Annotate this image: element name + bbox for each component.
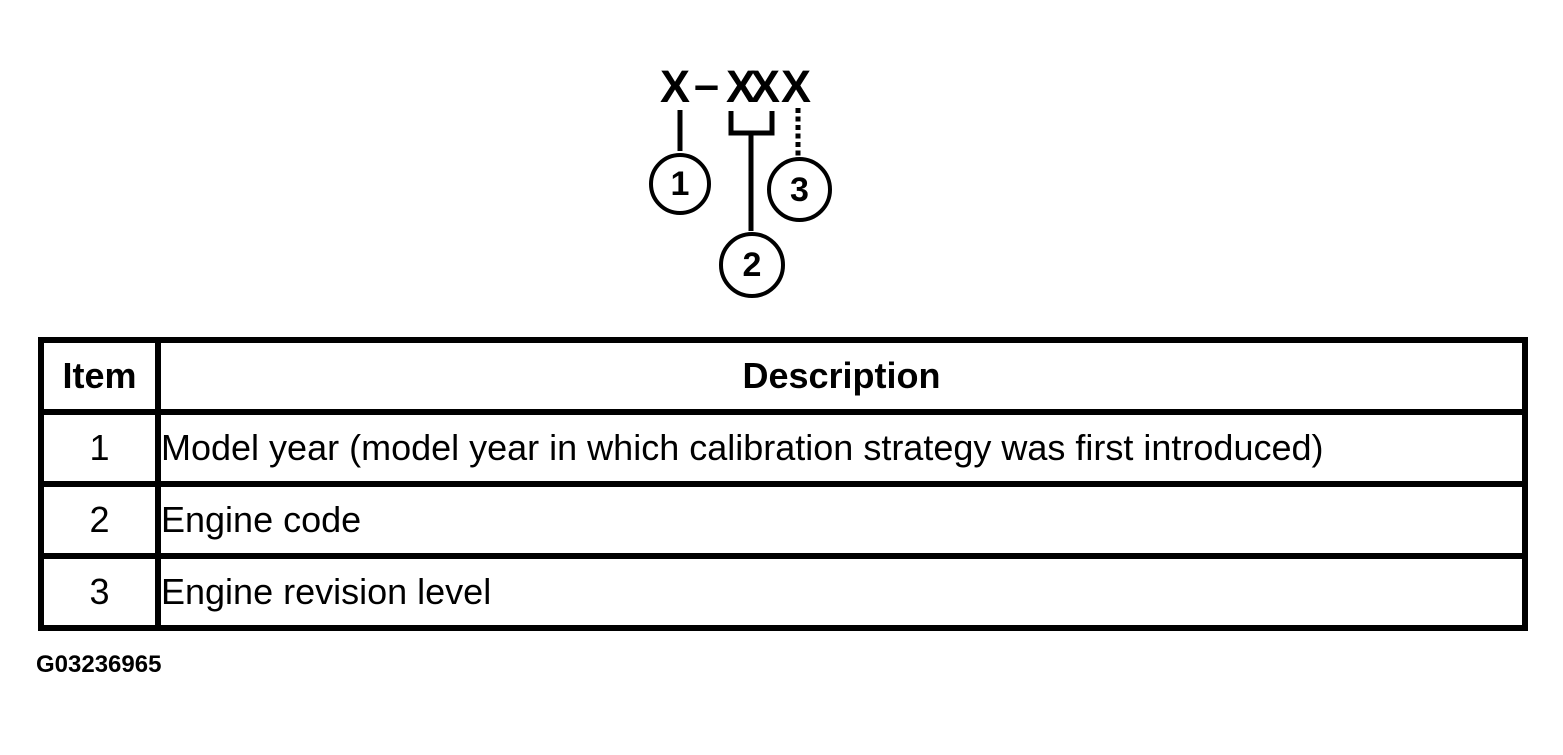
description-column-header: Description — [155, 337, 1528, 415]
item-column-header: Item — [38, 337, 161, 415]
table-row: 1 Model year (model year in which calibr… — [38, 409, 1528, 487]
description-cell: Engine revision level — [155, 553, 1528, 631]
code-part-revision-level: X — [781, 61, 812, 112]
item-cell: 2 — [38, 481, 161, 559]
callout-circle-1: 1 — [649, 153, 711, 215]
code-part-engine-code: XX — [726, 61, 780, 112]
callout-number: 1 — [670, 165, 690, 203]
description-cell: Model year (model year in which calibrat… — [155, 409, 1528, 487]
callout-circle-3: 3 — [767, 157, 832, 222]
item-cell: 1 — [38, 409, 161, 487]
description-cell: Engine code — [155, 481, 1528, 559]
code-part-model-year: X — [660, 61, 691, 112]
callout-number: 3 — [790, 170, 809, 209]
code-dash: – — [694, 59, 720, 110]
table-row: 2 Engine code — [38, 481, 1528, 559]
table-row: 3 Engine revision level — [38, 553, 1528, 631]
table-header-row: Item Description — [38, 337, 1528, 415]
legend-table: Item Description 1 Model year (model yea… — [38, 337, 1528, 631]
callout-circle-2: 2 — [719, 232, 785, 298]
figure-id-label: G03236965 — [36, 651, 162, 678]
engine-code-diagram: X – XX X 1 2 3 — [0, 0, 1563, 335]
item-cell: 3 — [38, 553, 161, 631]
callout-number: 2 — [742, 246, 762, 284]
